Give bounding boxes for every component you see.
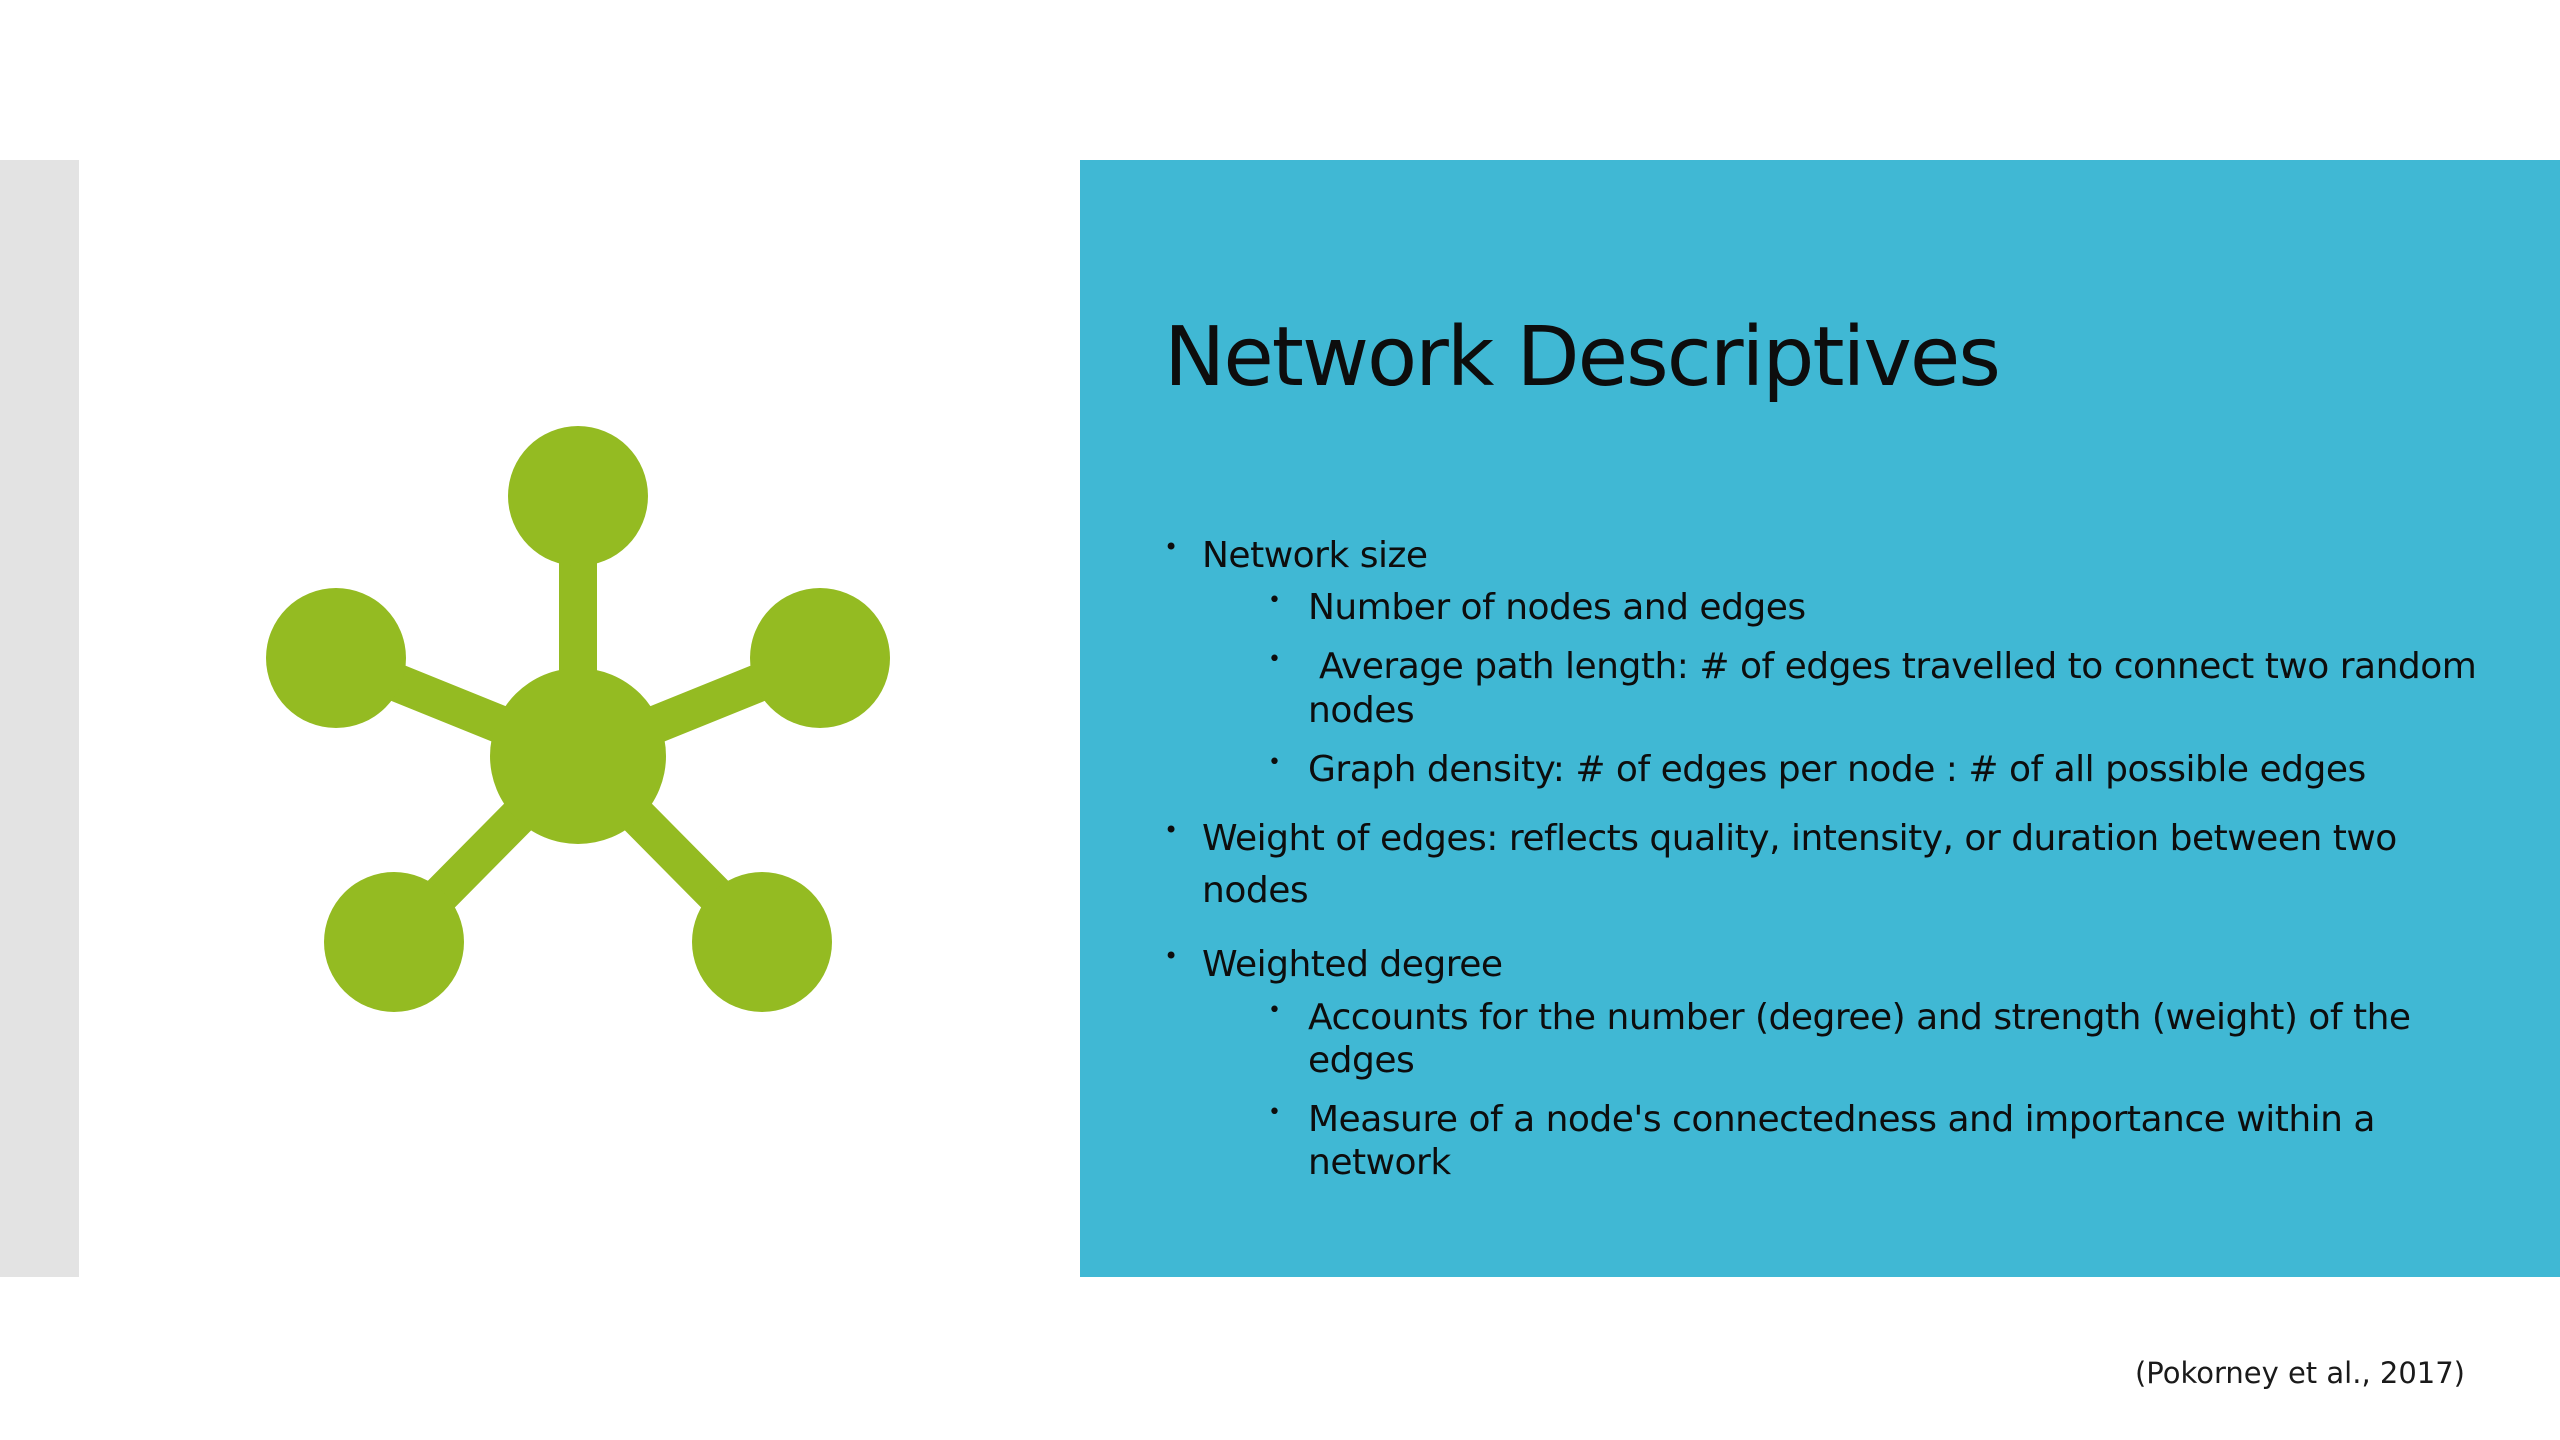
sub-bullet-item: Measure of a node's connectedness and im… [1202, 1098, 2504, 1184]
slide-title: Network Descriptives [1164, 310, 2001, 405]
bullet-item: Weighted degree Accounts for the number … [1164, 939, 2504, 1184]
sub-bullet-item: Average path length: # of edges travelle… [1202, 645, 2504, 731]
side-strip [0, 160, 79, 1277]
content-panel: Network Descriptives Network size Number… [1080, 160, 2560, 1277]
network-node-center [490, 668, 666, 844]
bullet-text: Weight of edges: reflects quality, inten… [1202, 817, 2397, 912]
bullet-text: Weighted degree [1202, 944, 1503, 986]
network-node-bottom-left [324, 872, 464, 1012]
network-node-right [750, 588, 890, 728]
citation: (Pokorney et al., 2017) [2134, 1356, 2465, 1390]
sub-bullet-item: Number of nodes and edges [1202, 586, 2504, 629]
sub-bullet-list: Number of nodes and edges Average path l… [1202, 586, 2504, 791]
network-hub-icon [260, 420, 900, 1020]
network-node-top [508, 426, 648, 566]
bullet-text: Network size [1202, 535, 1428, 576]
sub-bullet-item: Graph density: # of edges per node : # o… [1202, 748, 2504, 791]
bullet-item: Network size Number of nodes and edges A… [1164, 530, 2504, 791]
bullet-item: Weight of edges: reflects quality, inten… [1164, 813, 2504, 917]
bullet-list: Network size Number of nodes and edges A… [1164, 530, 2504, 1206]
sub-bullet-list: Accounts for the number (degree) and str… [1202, 996, 2504, 1185]
sub-bullet-item: Accounts for the number (degree) and str… [1202, 996, 2504, 1082]
network-node-left [266, 588, 406, 728]
network-node-bottom-right [692, 872, 832, 1012]
